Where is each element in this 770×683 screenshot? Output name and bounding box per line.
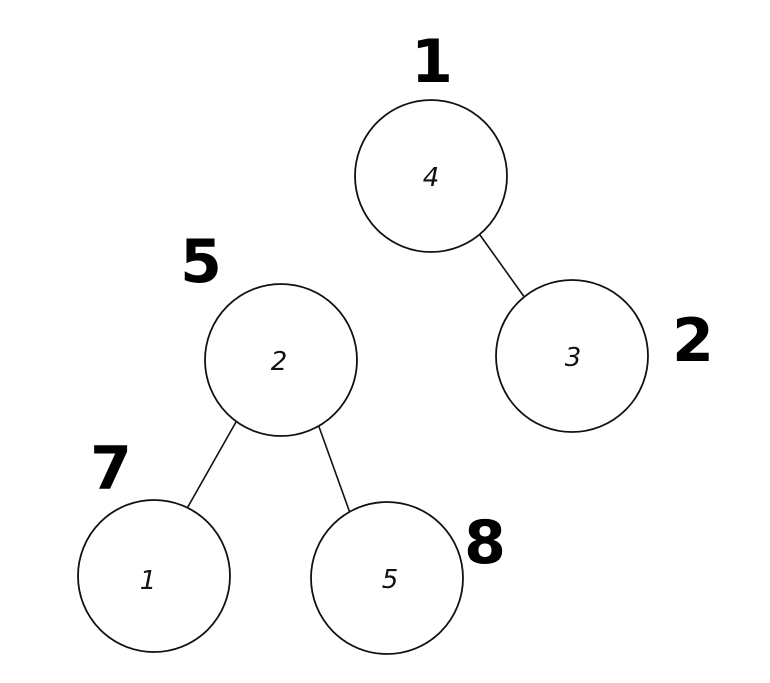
node-annotation: 1 (411, 27, 453, 97)
node-circle (204, 283, 358, 437)
edges (184, 234, 526, 514)
node-key: 5 (382, 565, 399, 595)
node-annotation: 8 (464, 508, 506, 578)
node-circle (77, 499, 231, 653)
node-circle (310, 501, 464, 655)
edge-4-3 (479, 234, 526, 299)
node-circle (354, 99, 508, 253)
node-key: 1 (140, 566, 157, 596)
edge-2-1 (184, 421, 237, 513)
tree-node-4: 4 1 (354, 27, 508, 253)
node-circle (495, 279, 649, 433)
tree-node-2: 2 5 (180, 227, 358, 437)
tree-node-3: 3 2 (495, 279, 714, 433)
edge-2-5 (317, 423, 351, 514)
tree-node-5: 5 8 (310, 501, 506, 655)
node-key: 4 (423, 163, 440, 193)
node-annotation: 7 (90, 434, 132, 504)
node-annotation: 2 (672, 306, 714, 376)
node-annotation: 5 (180, 227, 222, 297)
node-key: 3 (565, 343, 582, 373)
node-key: 2 (271, 347, 288, 377)
tree-node-1: 1 7 (77, 434, 231, 653)
